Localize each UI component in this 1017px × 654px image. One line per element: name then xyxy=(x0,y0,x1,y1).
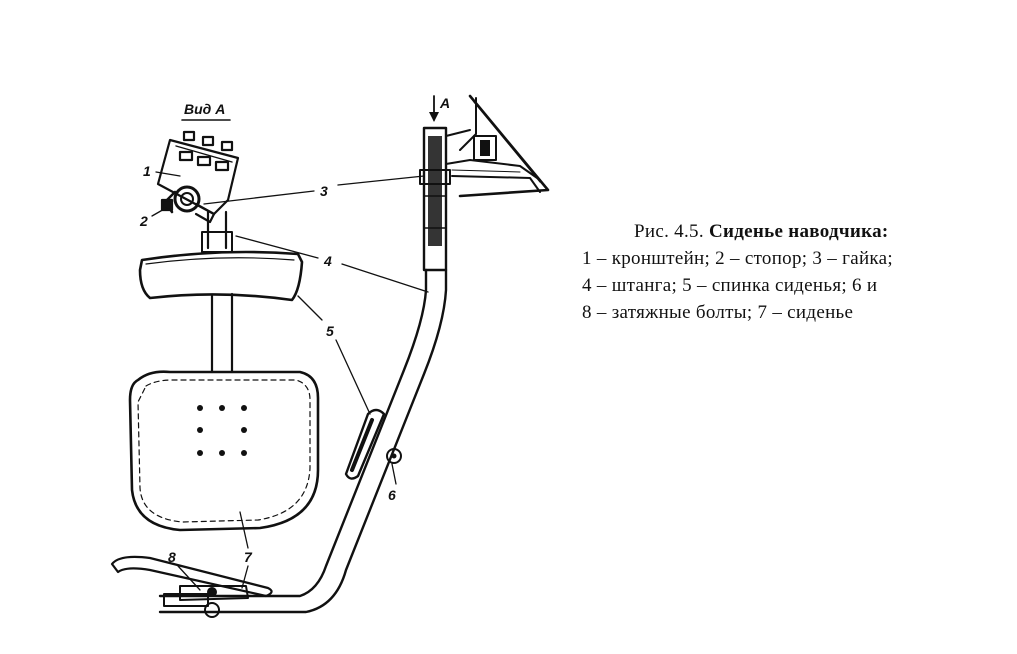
seat-cushion xyxy=(128,370,320,532)
seat-back xyxy=(138,250,304,302)
callout-8: 8 xyxy=(168,549,176,565)
footrest xyxy=(110,555,273,618)
view-a-label: Вид А xyxy=(184,101,225,117)
callout-1: 1 xyxy=(143,163,151,179)
main-rod xyxy=(158,126,451,614)
caption-line-1: 1 – кронштейн; 2 – стопор; 3 – гайка; xyxy=(582,248,893,269)
callout-3: 3 xyxy=(320,183,328,199)
arrow-a-label: A xyxy=(439,95,450,111)
callout-2: 2 xyxy=(139,213,148,229)
caption-prefix: Рис. 4.5. xyxy=(634,221,704,242)
caption-title-line: Рис. 4.5. Сиденье наводчика: xyxy=(582,218,1002,245)
leader-lines xyxy=(151,171,429,591)
caption-line-3: 8 – затяжные болты; 7 – сиденье xyxy=(582,302,854,323)
caption-title: Сиденье наводчика: xyxy=(708,221,889,242)
callout-5: 5 xyxy=(326,323,334,339)
callout-7: 7 xyxy=(244,549,253,565)
view-a-detail xyxy=(156,119,240,253)
back-clamp xyxy=(344,408,402,480)
callout-4: 4 xyxy=(323,253,332,269)
figure-caption: Рис. 4.5. Сиденье наводчика: 1 – кронште… xyxy=(582,218,1002,326)
mount-bracket xyxy=(429,94,550,198)
callout-6: 6 xyxy=(388,487,396,503)
caption-line-2: 4 – штанга; 5 – спинка сиденья; 6 и xyxy=(582,275,878,296)
